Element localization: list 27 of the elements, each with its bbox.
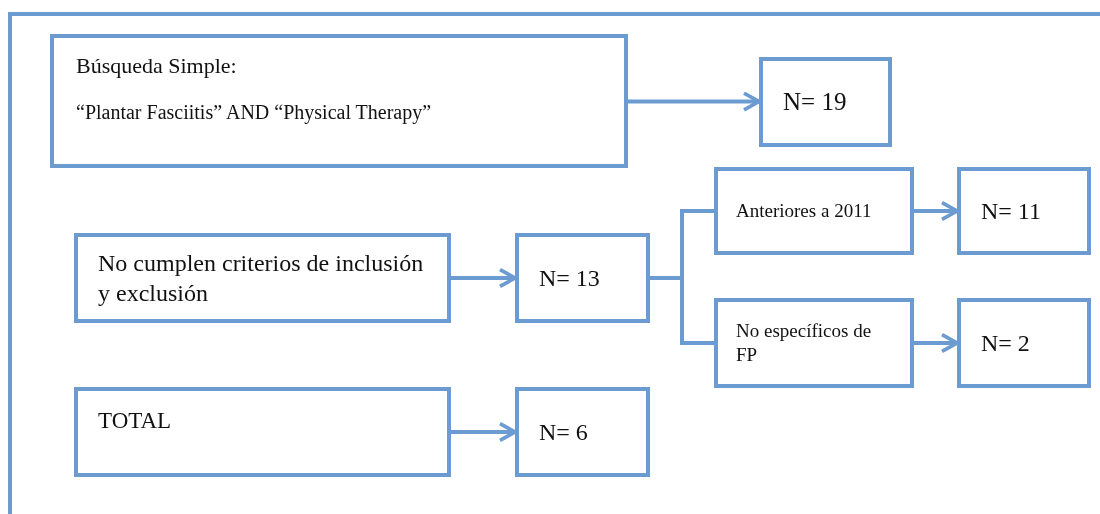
process-box [74, 387, 451, 477]
box-text: N= 19 [783, 87, 848, 118]
box-text: “Plantar Fasciitis” AND “Physical Therapy” [76, 99, 433, 125]
box-heading: Búsqueda Simple: [76, 52, 238, 80]
box-text: N= 6 [539, 418, 589, 447]
box-text: N= 13 [539, 264, 601, 293]
box-text: TOTAL [98, 407, 173, 435]
process-box [957, 298, 1091, 388]
box-text: No específicos de FP [736, 319, 873, 367]
arrow [914, 332, 959, 354]
connector-line [650, 276, 714, 345]
arrow [914, 200, 959, 222]
arrow [451, 267, 517, 289]
box-text: Anteriores a 2011 [736, 199, 873, 223]
arrow [628, 91, 761, 112]
process-box [759, 57, 892, 147]
box-text: No cumplen criterios de inclusión y exclusión [98, 249, 425, 308]
process-box [74, 233, 451, 323]
process-box [515, 387, 650, 477]
process-box [957, 167, 1091, 255]
process-box [714, 167, 914, 255]
process-box [714, 298, 914, 388]
process-box [50, 34, 628, 168]
box-text: N= 11 [981, 197, 1042, 226]
box-text: N= 2 [981, 329, 1031, 358]
arrow [451, 421, 517, 443]
process-box [515, 233, 650, 323]
